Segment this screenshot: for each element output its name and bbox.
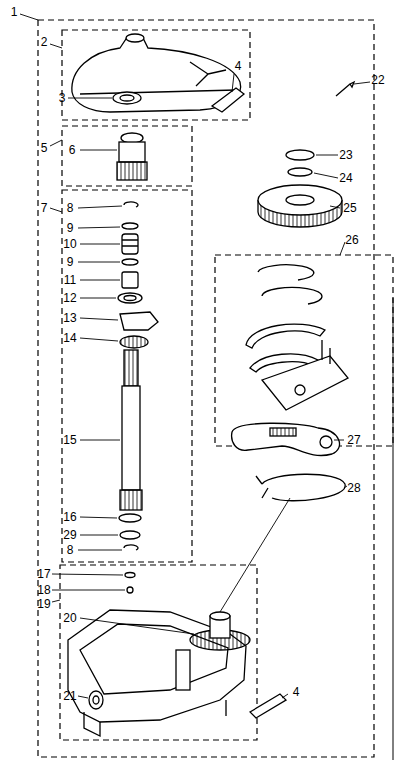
callout-number: 23 bbox=[339, 149, 352, 161]
callout-number: 8 bbox=[67, 544, 74, 556]
callout-number: 4 bbox=[293, 686, 300, 698]
leader-lines bbox=[20, 14, 370, 698]
callout-number: 20 bbox=[63, 612, 76, 624]
callout-number: 5 bbox=[41, 142, 48, 154]
case-group bbox=[60, 565, 257, 740]
parts bbox=[68, 34, 354, 736]
shift-group bbox=[215, 255, 393, 446]
callout-number: 13 bbox=[63, 312, 76, 324]
callout-number: 1 bbox=[11, 6, 18, 18]
callout-number: 12 bbox=[63, 292, 76, 304]
callout-number: 9 bbox=[67, 222, 74, 234]
callout-number: 22 bbox=[371, 74, 384, 86]
callout-number: 2 bbox=[41, 36, 48, 48]
callout-number: 9 bbox=[67, 256, 74, 268]
callout-number: 21 bbox=[63, 690, 76, 702]
callout-number: 8 bbox=[67, 202, 74, 214]
callout-number: 19 bbox=[37, 598, 50, 610]
callout-number: 27 bbox=[347, 434, 360, 446]
frame-line bbox=[393, 298, 394, 760]
cover-group bbox=[62, 30, 250, 120]
callout-number: 18 bbox=[37, 584, 50, 596]
shaft-group bbox=[62, 190, 192, 562]
callout-number: 14 bbox=[63, 332, 76, 344]
callout-number: 10 bbox=[63, 238, 76, 250]
callout-number: 6 bbox=[69, 144, 76, 156]
callout-number: 16 bbox=[63, 511, 76, 523]
callout-number: 3 bbox=[59, 92, 66, 104]
callout-number: 24 bbox=[339, 172, 352, 184]
pinion-group bbox=[62, 126, 192, 186]
callout-number: 25 bbox=[343, 202, 356, 214]
callout-number: 29 bbox=[63, 529, 76, 541]
callout-number: 15 bbox=[63, 434, 76, 446]
callout-number: 26 bbox=[345, 234, 358, 246]
callout-number: 11 bbox=[64, 274, 76, 286]
callout-number: 7 bbox=[41, 202, 48, 214]
callout-number: 28 bbox=[347, 482, 360, 494]
callout-number: 4 bbox=[235, 60, 242, 72]
callout-number: 17 bbox=[37, 568, 50, 580]
assembly-outline bbox=[38, 20, 374, 757]
